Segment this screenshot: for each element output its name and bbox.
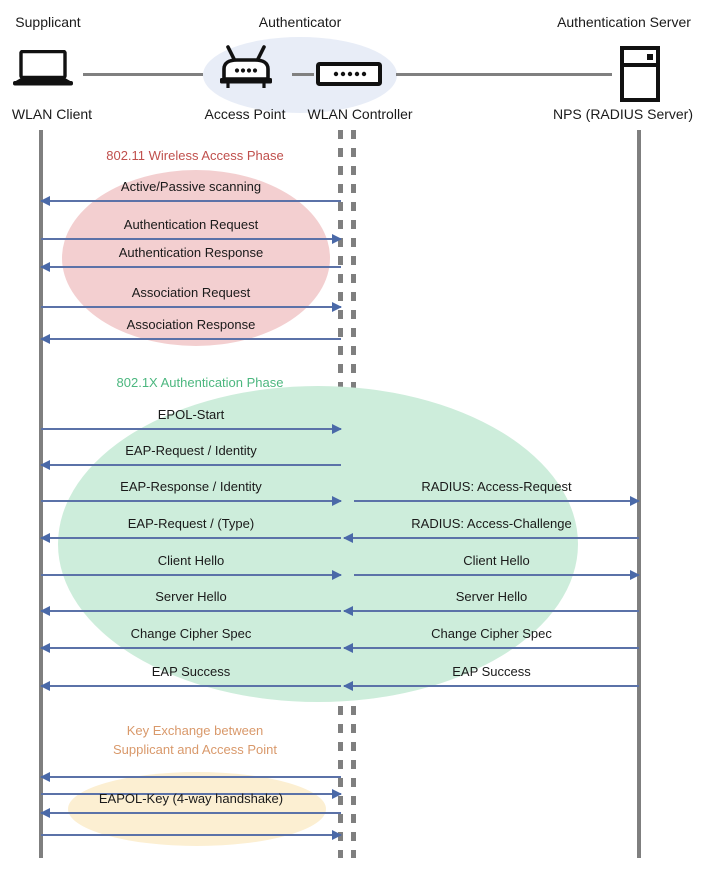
message-label: Server Hello [455,589,528,604]
arrow-head-left-icon [40,681,50,691]
message-label: RADIUS: Access-Request [421,479,572,494]
arrow-shaft [41,610,341,612]
phase-ellipse-wireless-access [62,170,330,346]
message-label: RADIUS: Access-Challenge [411,516,572,531]
arrow-shaft [41,834,341,836]
actor-name-access-point: Access Point [204,106,286,122]
arrow-head-left-icon [343,606,353,616]
arrow-head-left-icon [40,643,50,653]
message-label: Change Cipher Spec [130,626,252,641]
message-label: Authentication Response [118,245,264,260]
arrow-shaft [41,266,341,268]
message-label: EAP-Request / Identity [125,443,257,458]
message-label: EAP Success [452,664,531,679]
arrow-shaft [41,685,341,687]
phase-label-dot1x: 802.1X Authentication Phase [116,375,284,390]
arrow-head-left-icon [343,681,353,691]
arrow-head-right-icon [332,570,342,580]
phase-label-key-exchange: Key Exchange between Supplicant and Acce… [112,723,278,757]
server-icon [620,46,660,107]
arrow-shaft [41,500,341,502]
arrow-head-right-icon [332,302,342,312]
arrow-shaft [41,793,341,795]
arrow-shaft [41,812,341,814]
arrow-head-left-icon [40,262,50,272]
actor-role-supplicant: Supplicant [15,14,81,30]
message-label: Client Hello [463,553,530,568]
arrow-head-right-icon [332,496,342,506]
arrow-head-left-icon [343,643,353,653]
message-label: Server Hello [155,589,227,604]
message-label: Association Response [126,317,256,332]
arrow-shaft [41,776,341,778]
message-label: EAP Success [151,664,231,679]
message-label: EPOL-Start [157,407,225,422]
arrow-shaft [354,500,639,502]
arrow-head-left-icon [40,334,50,344]
arrow-shaft [41,537,341,539]
actor-role-authenticator: Authenticator [258,14,342,30]
arrow-head-right-icon [630,496,640,506]
arrow-shaft [344,647,639,649]
phase-ellipse-dot1x [58,386,578,702]
arrow-shaft [41,647,341,649]
arrow-shaft [41,574,341,576]
message-label: Authentication Request [123,217,259,232]
arrow-shaft [354,574,639,576]
message-label: Association Request [131,285,251,300]
arrow-head-left-icon [40,196,50,206]
arrow-head-left-icon [343,533,353,543]
actor-name-wlan-controller: WLAN Controller [307,106,413,122]
actor-role-authentication-server: Authentication Server [557,14,691,30]
arrow-head-left-icon [40,533,50,543]
message-label: EAPOL-Key (4-way handshake) [98,791,284,806]
message-label: Change Cipher Spec [431,626,552,641]
message-label: Client Hello [157,553,225,568]
arrow-shaft [41,200,341,202]
phase-ellipse-key-exchange [68,772,326,846]
arrow-head-right-icon [332,789,342,799]
laptop-icon [12,49,74,95]
arrow-shaft [41,338,341,340]
arrow-shaft [41,428,341,430]
access-point-icon [216,45,276,96]
lifeline-authentication-server [637,130,641,858]
arrow-head-right-icon [630,570,640,580]
lifeline-supplicant [39,130,43,858]
phase-label-wireless-access: 802.11 Wireless Access Phase [106,148,284,163]
arrow-head-left-icon [40,460,50,470]
arrow-head-right-icon [332,830,342,840]
arrow-head-left-icon [40,772,50,782]
arrow-shaft [41,238,341,240]
link-controller-to-server [396,73,612,76]
arrow-head-left-icon [40,808,50,818]
arrow-shaft [41,306,341,308]
arrow-shaft [344,537,639,539]
wlan-controller-icon [316,62,382,91]
actor-name-wlan-client: WLAN Client [11,106,93,122]
link-client-to-ap [83,73,203,76]
message-label: EAP-Response / Identity [120,479,262,494]
arrow-shaft [41,464,341,466]
message-label: EAP-Request / (Type) [127,516,255,531]
arrow-head-right-icon [332,424,342,434]
link-ap-to-controller [292,73,314,76]
arrow-shaft [344,685,639,687]
actor-name-nps-radius-server: NPS (RADIUS Server) [552,106,694,122]
message-label: Active/Passive scanning [120,179,262,194]
arrow-shaft [344,610,639,612]
arrow-head-left-icon [40,606,50,616]
arrow-head-right-icon [332,234,342,244]
